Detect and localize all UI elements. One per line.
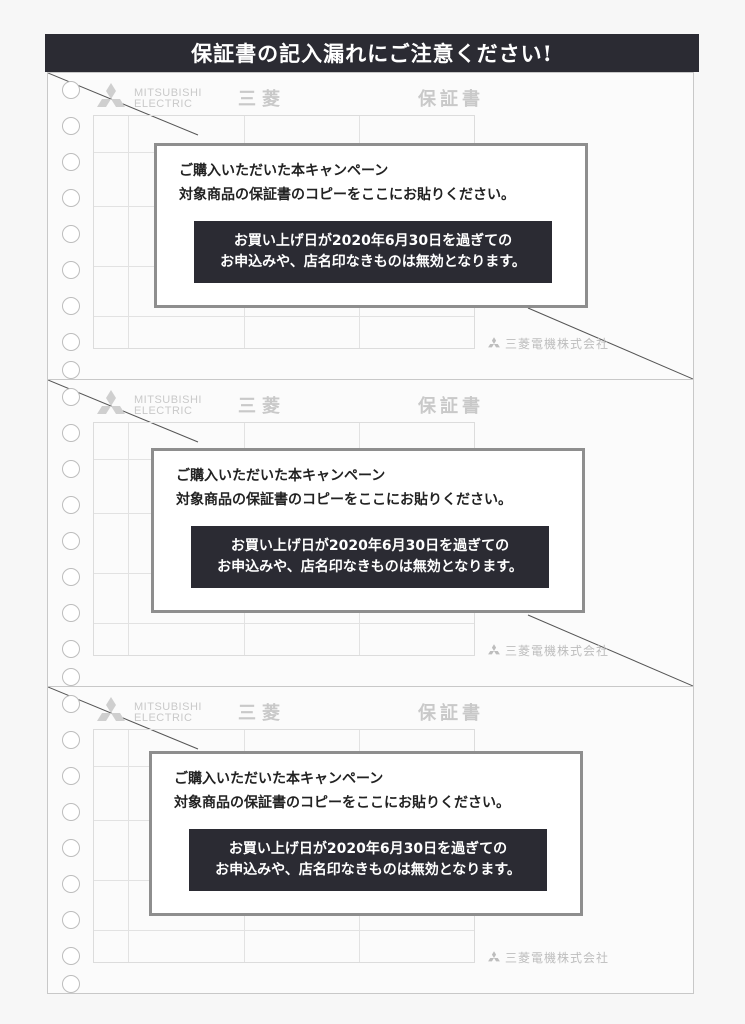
warning-line-2: お申込みや、店名印なきものは無効となります。 [215,862,521,878]
punch-hole-icon [62,604,80,622]
punch-hole-icon [62,975,80,993]
notice-box: ご購入いただいた本キャンペーン 対象商品の保証書のコピーをここにお貼りください。… [154,143,588,308]
warranty-sheet-2: MITSUBISHI ELECTRIC 三菱 保証書 三菱電機株式会社 ご購入い… [47,379,694,687]
punch-hole-icon [62,532,80,550]
page-title: 保証書の記入漏れにご注意ください! [45,34,699,72]
notice-box: ご購入いただいた本キャンペーン 対象商品の保証書のコピーをここにお貼りください。… [151,448,585,613]
punch-hole-icon [62,225,80,243]
punch-hole-icon [62,424,80,442]
warranty-sheet-1: MITSUBISHI ELECTRIC 三菱 保証書 三菱電機株式会社 ご購入い… [47,72,694,380]
punch-hole-icon [62,388,80,406]
warranty-title-jp: 保証書 [418,396,484,417]
brand-name-jp: 三菱 [238,89,286,110]
punch-hole-icon [62,668,80,686]
logo-line-2: ELECTRIC [134,712,193,724]
mitsubishi-logo-icon [97,83,125,107]
punch-hole-icon [62,333,80,351]
logo-line-1: MITSUBISHI [134,87,202,99]
punch-hole-icon [62,911,80,929]
punch-hole-icon [62,731,80,749]
punch-hole-icon [62,117,80,135]
logo-line-1: MITSUBISHI [134,394,202,406]
notice-box: ご購入いただいた本キャンペーン 対象商品の保証書のコピーをここにお貼りください。… [149,751,583,916]
warning-line-1: お買い上げ日が2020年6月30日を過ぎての [230,538,510,554]
notice-line-1: ご購入いただいた本キャンペーン [179,163,389,179]
mitsubishi-logo-icon [488,950,500,961]
notice-line-1: ご購入いただいた本キャンペーン [176,468,386,484]
punch-hole-icon [62,189,80,207]
punch-hole-icon [62,297,80,315]
mitsubishi-logo-icon [488,336,500,347]
warning-line-2: お申込みや、店名印なきものは無効となります。 [217,559,523,575]
punch-hole-icon [62,460,80,478]
punch-hole-icon [62,767,80,785]
mitsubishi-logo-icon [97,697,125,721]
notice-line-1: ご購入いただいた本キャンペーン [174,771,384,787]
punch-hole-icon [62,803,80,821]
logo-line-2: ELECTRIC [134,405,193,417]
maker-name: 三菱電機株式会社 [505,337,610,351]
logo-line-2: ELECTRIC [134,98,193,110]
brand-logo: MITSUBISHI ELECTRIC [92,83,202,115]
warning-banner: お買い上げ日が2020年6月30日を過ぎての お申込みや、店名印なきものは無効と… [194,221,552,283]
warning-line-1: お買い上げ日が2020年6月30日を過ぎての [233,233,513,249]
notice-line-2: 対象商品の保証書のコピーをここにお貼りください。 [179,187,515,203]
punch-hole-icon [62,640,80,658]
punch-hole-icon [62,81,80,99]
punch-hole-icon [62,875,80,893]
warning-line-2: お申込みや、店名印なきものは無効となります。 [220,254,526,270]
notice-line-2: 対象商品の保証書のコピーをここにお貼りください。 [176,492,512,508]
punch-hole-icon [62,695,80,713]
maker-name: 三菱電機株式会社 [505,644,610,658]
warranty-title-jp: 保証書 [418,89,484,110]
maker-label: 三菱電機株式会社 [486,642,609,659]
brand-name-jp: 三菱 [238,703,286,724]
notice-line-2: 対象商品の保証書のコピーをここにお貼りください。 [174,795,510,811]
maker-label: 三菱電機株式会社 [486,335,609,352]
maker-label: 三菱電機株式会社 [486,949,609,966]
punch-hole-icon [62,839,80,857]
punch-hole-icon [62,261,80,279]
mitsubishi-logo-icon [97,390,125,414]
punch-hole-icon [62,947,80,965]
warning-banner: お買い上げ日が2020年6月30日を過ぎての お申込みや、店名印なきものは無効と… [191,526,549,588]
maker-name: 三菱電機株式会社 [505,951,610,965]
warning-banner: お買い上げ日が2020年6月30日を過ぎての お申込みや、店名印なきものは無効と… [189,829,547,891]
punch-hole-icon [62,496,80,514]
brand-logo: MITSUBISHI ELECTRIC [92,697,202,729]
mitsubishi-logo-icon [488,643,500,654]
warranty-title-jp: 保証書 [418,703,484,724]
logo-line-1: MITSUBISHI [134,701,202,713]
punch-hole-icon [62,153,80,171]
brand-name-jp: 三菱 [238,396,286,417]
brand-logo: MITSUBISHI ELECTRIC [92,390,202,422]
warning-line-1: お買い上げ日が2020年6月30日を過ぎての [228,841,508,857]
punch-hole-icon [62,361,80,379]
warranty-sheet-3: MITSUBISHI ELECTRIC 三菱 保証書 三菱電機株式会社 ご購入い… [47,686,694,994]
punch-hole-icon [62,568,80,586]
